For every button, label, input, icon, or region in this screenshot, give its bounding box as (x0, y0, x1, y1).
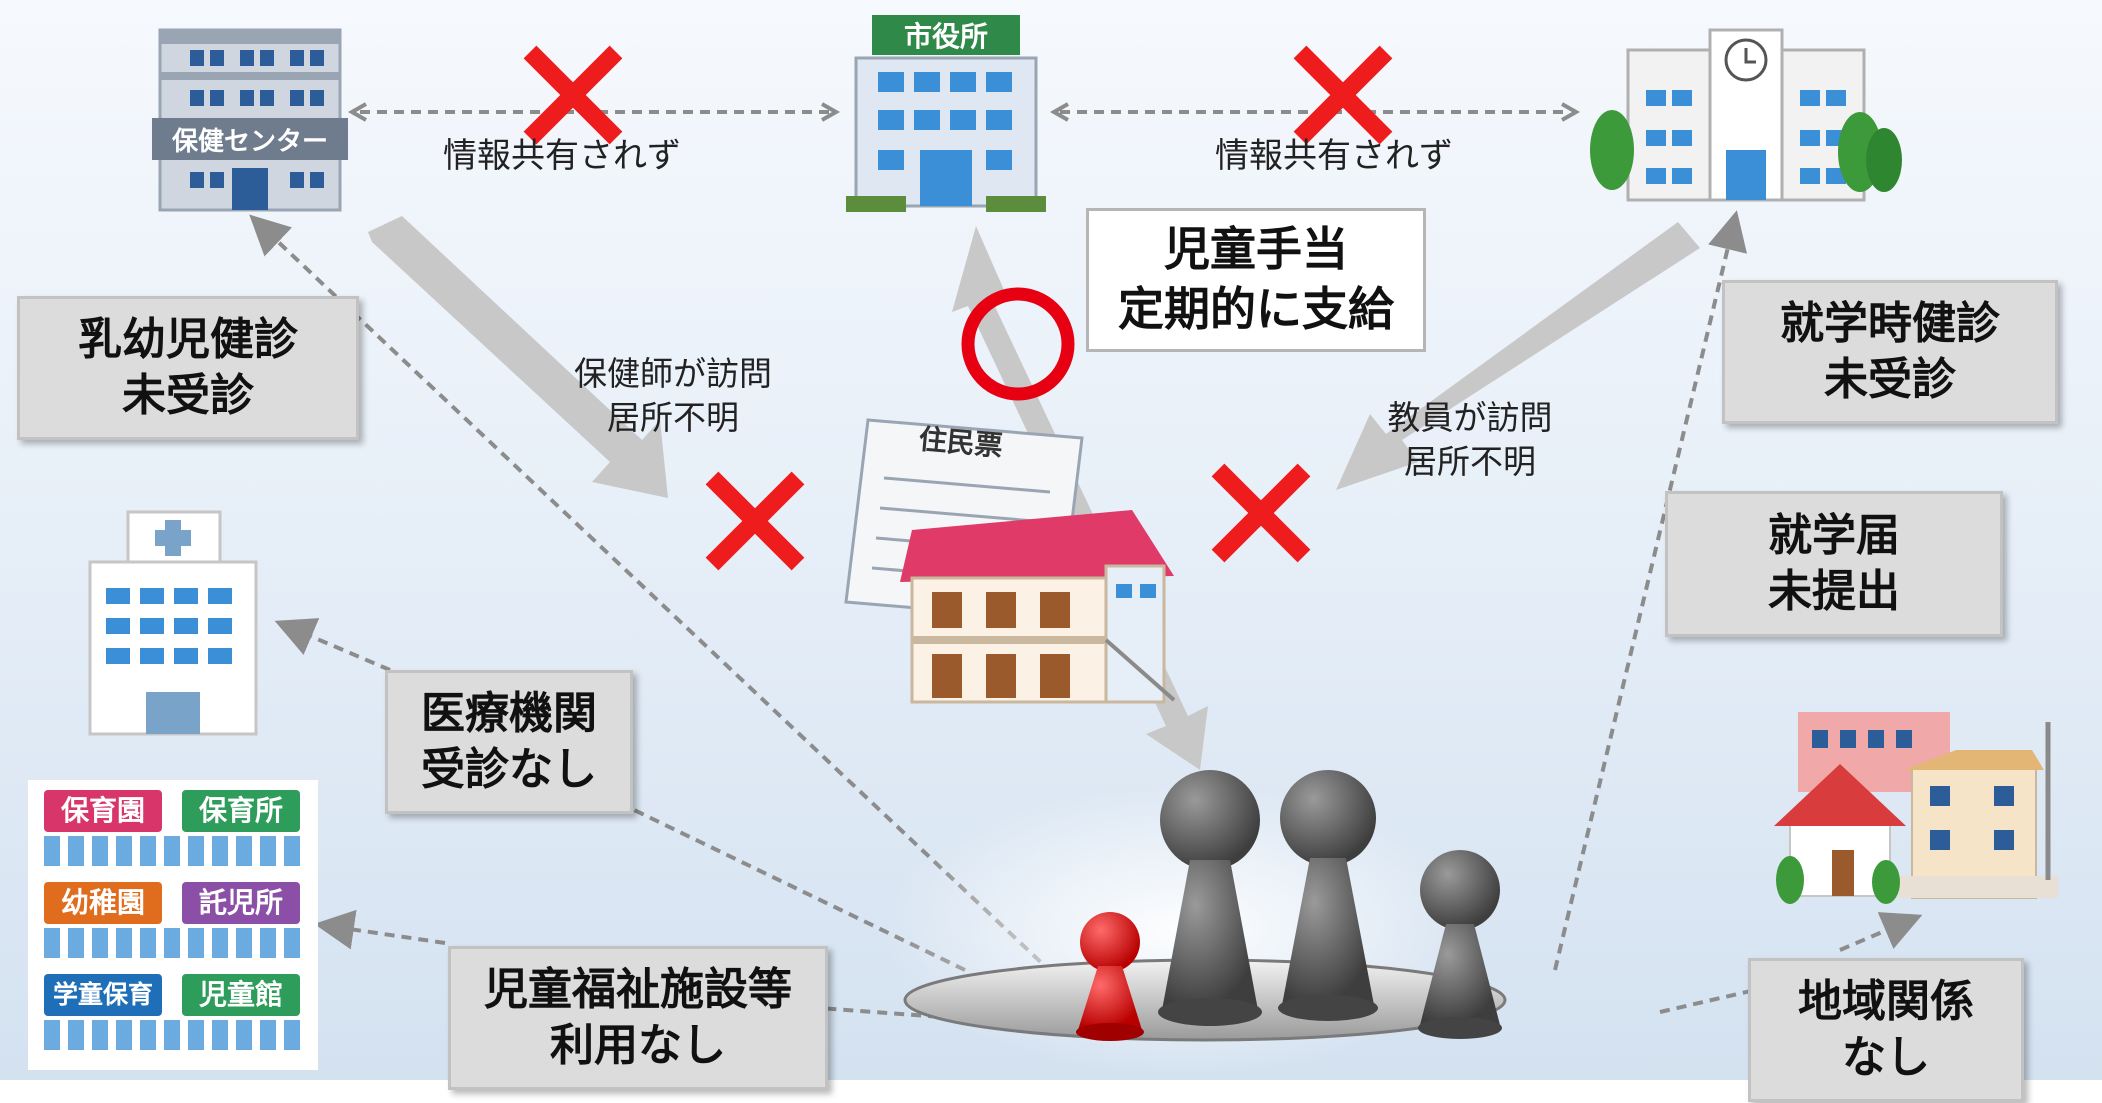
childcare-buildings-row-1 (44, 836, 300, 866)
arrowhead-left-cityhall (1049, 102, 1069, 122)
cross-mark-icon (523, 45, 623, 145)
city-hall-sign: 市役所 (904, 20, 988, 53)
school-building (1590, 28, 1902, 202)
child-allowance-line-2: 定期的に支給 (1118, 282, 1394, 336)
nurse-visit-line-1: 保健師が訪問 (574, 354, 772, 393)
infant-checkup-line-1: 乳幼児健診 (78, 313, 298, 365)
pawn-mother (1278, 770, 1378, 1021)
school-enrollment-box: 就学届 未提出 (1665, 491, 2003, 637)
resident-record-title: 住民票 (918, 422, 1005, 462)
welfare-line-1: 児童福祉施設等 (484, 963, 792, 1015)
info-not-shared-right: 情報共有されず (1215, 136, 1453, 176)
childcare-buildings-row-3 (44, 1020, 300, 1050)
infant-checkup-line-2: 未受診 (122, 370, 254, 421)
medical-line-1: 医療機関 (421, 687, 597, 739)
childcare-buildings-row-2 (44, 928, 300, 958)
cross-mark-icon (1293, 45, 1393, 145)
health-center-sign: 保健センター (171, 127, 328, 157)
dash-medical-to-hospital (274, 618, 391, 672)
nurse-visit-note: 保健師が訪問 居所不明 (548, 352, 798, 439)
teacher-visit-line-2: 居所不明 (1404, 441, 1536, 481)
dash-arrowheads (347, 102, 1581, 122)
cross-mark-icon (705, 471, 805, 571)
arrowhead-right-cityhall-a (821, 102, 841, 122)
dash-welfare-to-childcare (314, 909, 446, 950)
arrowhead-left-health (347, 102, 367, 122)
childcare-jidoukan: 児童館 (182, 974, 300, 1016)
child-allowance-box: 児童手当 定期的に支給 (1086, 208, 1426, 352)
nurse-visit-line-2: 居所不明 (607, 397, 739, 437)
teacher-visit-line-1: 教員が訪問 (1387, 398, 1553, 437)
arrowhead-right-school (1561, 102, 1581, 122)
childcare-hoikusho: 保育所 (182, 790, 300, 832)
childcare-hoikuen: 保育園 (44, 790, 162, 832)
community-line-2: なし (1842, 1032, 1930, 1083)
school-enrollment-line-1: 就学届 (1768, 509, 1900, 561)
cross-mark-icon (1211, 463, 1311, 563)
dash-community-to-houses (1839, 912, 1923, 952)
school-checkup-line-2: 未受診 (1824, 354, 1956, 405)
welfare-box: 児童福祉施設等 利用なし (448, 946, 828, 1090)
medical-line-2: 受診なし (421, 744, 597, 795)
infant-checkup-box: 乳幼児健診 未受診 (17, 296, 359, 440)
pawn-sibling (1418, 850, 1502, 1039)
arrow-school-to-house (1336, 222, 1700, 490)
school-checkup-box: 就学時健診 未受診 (1722, 280, 2058, 424)
apartment-house (900, 510, 1176, 704)
school-enrollment-line-2: 未提出 (1768, 566, 1900, 617)
childcare-gakudou: 学童保育 (44, 974, 162, 1016)
circle-mark-icon (961, 287, 1075, 401)
dash-family-to-school (1553, 210, 1748, 971)
city-hall-building (846, 15, 1046, 212)
childcare-youchien: 幼稚園 (44, 882, 162, 924)
family-group (882, 770, 1507, 1075)
pawn-child-highlighted (1076, 912, 1144, 1041)
health-center-building (152, 28, 348, 212)
medical-box: 医療機関 受診なし (385, 670, 633, 814)
school-checkup-line-1: 就学時健診 (1780, 297, 2000, 349)
arrow-health-to-house (368, 216, 668, 498)
hospital-building (88, 510, 258, 736)
dash-family-to-community (1659, 988, 1756, 1014)
child-allowance-line-1: 児童手当 (1164, 222, 1348, 277)
welfare-line-2: 利用なし (550, 1020, 726, 1071)
dash-family-to-medical (629, 806, 966, 972)
community-houses (1774, 712, 2058, 904)
info-not-shared-left: 情報共有されず (443, 136, 681, 176)
pawn-father (1158, 770, 1262, 1026)
community-box: 地域関係 なし (1748, 958, 2024, 1102)
teacher-visit-note: 教員が訪問 居所不明 (1360, 396, 1580, 483)
community-line-1: 地域関係 (1798, 975, 1974, 1027)
childcare-takujisho: 託児所 (182, 882, 300, 924)
